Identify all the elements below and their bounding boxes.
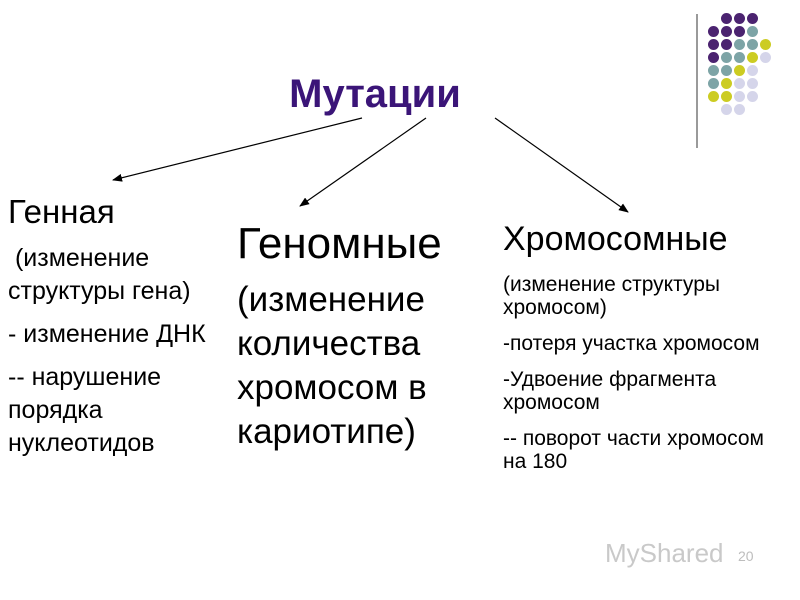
- decor-dot: [760, 39, 771, 50]
- diagram-title: Мутации: [289, 72, 461, 116]
- decor-dot: [760, 52, 771, 63]
- genome-heading: Геномные: [237, 219, 442, 268]
- decor-dot: [734, 39, 745, 50]
- vertical-divider: [696, 14, 698, 148]
- branch-genome: Геномные (изменение количества хромосом …: [237, 218, 487, 454]
- decor-dot: [734, 78, 745, 89]
- decor-dot: [721, 39, 732, 50]
- gene-point-1: - изменение ДНК: [8, 320, 206, 348]
- decor-dot: [721, 13, 732, 24]
- arrow-to-chromosome: [494, 117, 629, 213]
- decor-dot: [734, 104, 745, 115]
- gene-description: (изменение структуры гена): [8, 244, 191, 305]
- decor-dot: [734, 91, 745, 102]
- page-number: 20: [738, 548, 754, 564]
- watermark-logo: MyShared: [605, 538, 724, 568]
- chromosome-heading: Хромосомные: [503, 220, 728, 258]
- chromosome-point-3: -- поворот части хромосом на 180: [503, 427, 764, 473]
- decor-dot: [747, 65, 758, 76]
- decor-dot: [747, 26, 758, 37]
- gene-point-2: -- нарушение порядка нуклеотидов: [8, 363, 162, 457]
- decor-dot: [734, 13, 745, 24]
- decor-dot: [721, 52, 732, 63]
- decor-dot: [734, 65, 745, 76]
- arrow-to-gene: [112, 117, 363, 182]
- decor-dot: [708, 78, 719, 89]
- decor-dot: [708, 39, 719, 50]
- decor-dot: [747, 13, 758, 24]
- decor-dot: [721, 26, 732, 37]
- gene-heading: Генная: [8, 193, 115, 230]
- decor-dot: [747, 78, 758, 89]
- decor-dot: [734, 26, 745, 37]
- chromosome-point-2: -Удвоение фрагмента хромосом: [503, 368, 717, 414]
- decor-dot: [747, 91, 758, 102]
- decor-dot: [734, 52, 745, 63]
- decor-dot: [721, 78, 732, 89]
- decor-dot: [708, 91, 719, 102]
- decor-dot: [721, 104, 732, 115]
- genome-description: (изменение количества хромосом в кариоти…: [237, 280, 427, 451]
- branch-chromosome: Хромосомные (изменение структуры хромосо…: [503, 218, 793, 473]
- decor-dot: [747, 39, 758, 50]
- chromosome-point-1: -потеря участка хромосом: [503, 332, 760, 355]
- decor-dot: [708, 26, 719, 37]
- branch-gene: Генная (изменение структуры гена) - изме…: [8, 192, 208, 460]
- chromosome-description: (изменение структуры хромосом): [503, 273, 720, 319]
- decor-dot: [721, 91, 732, 102]
- decor-dot: [708, 52, 719, 63]
- arrow-to-genome: [299, 117, 427, 207]
- decor-dot: [708, 65, 719, 76]
- decor-dot: [747, 52, 758, 63]
- decor-dot: [721, 65, 732, 76]
